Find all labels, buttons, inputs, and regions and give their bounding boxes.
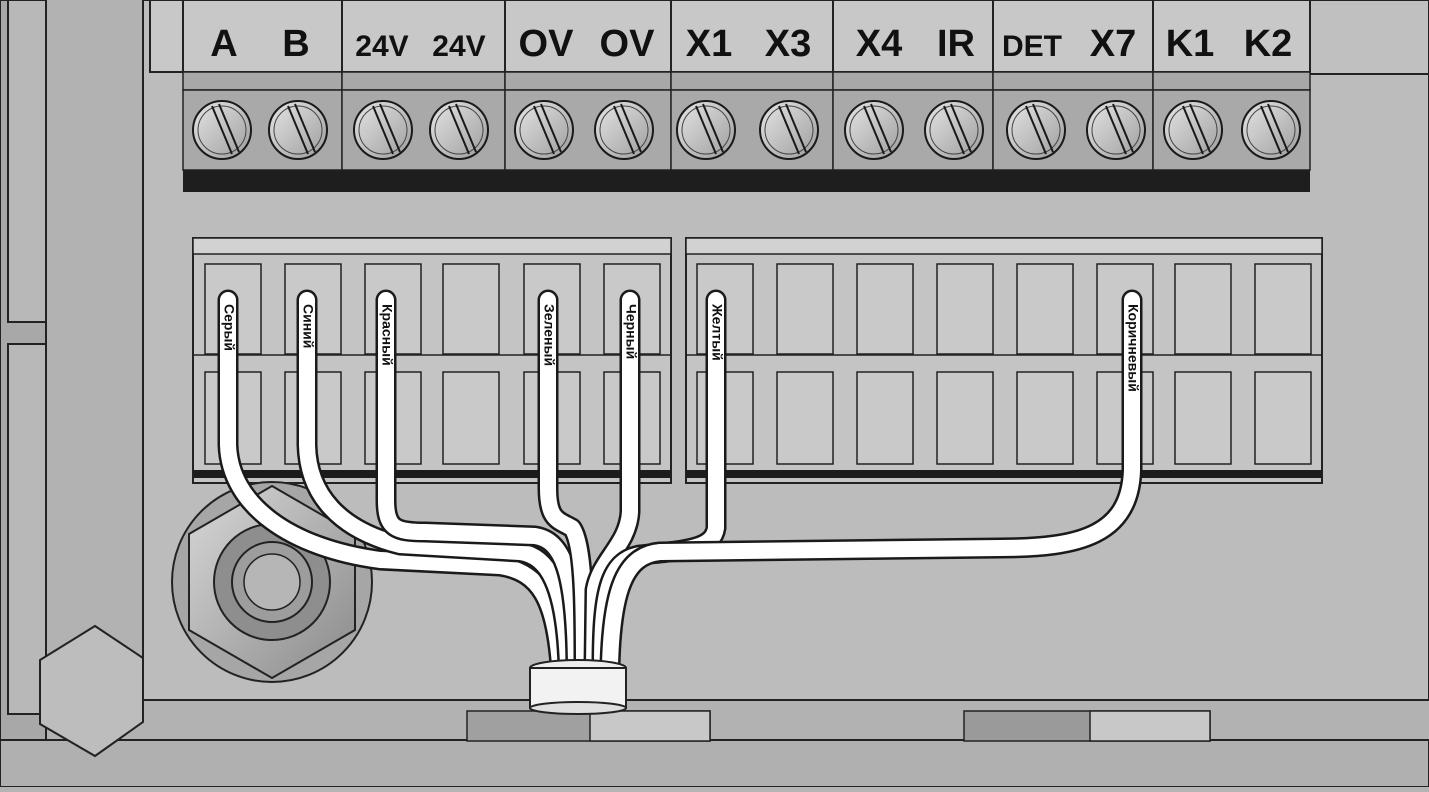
wire-6	[602, 292, 1140, 673]
terminal-base	[505, 170, 671, 192]
terminal-base	[342, 170, 505, 192]
wire-label-6: Коричневый	[1125, 304, 1141, 392]
connector-slot-lower	[936, 371, 994, 465]
terminal-label-11: X7	[1090, 23, 1136, 65]
wire-2	[378, 292, 584, 673]
wire-1	[299, 292, 576, 673]
screw-icon[interactable]	[429, 100, 489, 160]
screw-icon[interactable]	[844, 100, 904, 160]
bottom-mount-left-light	[589, 710, 711, 742]
connector-housing-left	[192, 237, 672, 484]
terminal-base	[993, 170, 1153, 192]
terminal-label-1: B	[282, 23, 309, 65]
left-wall-upper-panel	[7, 0, 47, 323]
top-right-ledge	[1309, 0, 1429, 75]
wire-label-0: Серый	[221, 304, 237, 351]
connector-slot-upper	[1174, 263, 1232, 355]
wire-label-3: Зеленый	[541, 304, 557, 366]
connector-base-right	[686, 470, 1322, 478]
wire-label-2: Красный	[379, 304, 395, 366]
screw-icon[interactable]	[1006, 100, 1066, 160]
terminal-label-3: 24V	[432, 30, 485, 63]
terminal-label-2: 24V	[355, 30, 408, 63]
terminal-top-lip	[670, 71, 834, 91]
connector-slot-upper	[936, 263, 994, 355]
connector-slot-upper	[776, 263, 834, 355]
bottom-frame	[0, 739, 1429, 788]
connector-lip-left	[192, 237, 672, 255]
connector-lip-right	[685, 237, 1323, 255]
screw-icon[interactable]	[514, 100, 574, 160]
terminal-label-9: IR	[937, 23, 975, 65]
screw-icon[interactable]	[1241, 100, 1301, 160]
hex-standoff	[39, 624, 144, 758]
terminal-label-plate	[504, 0, 672, 73]
terminal-strip-left-cap	[149, 0, 184, 73]
screw-icon[interactable]	[192, 100, 252, 160]
connector-base-left	[193, 470, 671, 478]
wire-connector-block	[192, 237, 1323, 484]
screw-icon[interactable]	[353, 100, 413, 160]
terminal-label-6: X1	[686, 23, 732, 65]
terminal-label-plate	[1152, 0, 1311, 73]
screw-icon[interactable]	[759, 100, 819, 160]
terminal-base	[833, 170, 993, 192]
terminal-label-0: A	[210, 23, 237, 65]
terminal-label-12: K1	[1166, 23, 1215, 65]
terminal-label-8: X4	[856, 23, 902, 65]
terminal-top-lip	[832, 71, 994, 91]
terminal-base	[671, 170, 833, 192]
terminal-top-lip	[504, 71, 672, 91]
terminal-label-plate	[670, 0, 834, 73]
terminal-top-lip	[341, 71, 506, 91]
bottom-mount-right-light	[1089, 710, 1211, 742]
terminal-label-7: X3	[765, 23, 811, 65]
connector-slot-lower	[1254, 371, 1312, 465]
screw-terminal-strip: A B 24V 24V OV OV X1 X3 X4 IR DET X7 K1 K2	[149, 0, 1311, 192]
terminal-label-plate	[182, 0, 343, 73]
wire-0	[220, 292, 568, 673]
connector-slot-lower	[1016, 371, 1074, 465]
screw-icon[interactable]	[1163, 100, 1223, 160]
connector-slot-upper	[1254, 263, 1312, 355]
wire-label-4: Черный	[623, 304, 639, 359]
terminal-label-plate	[341, 0, 506, 73]
connector-slot-lower	[1174, 371, 1232, 465]
wire-4	[586, 292, 638, 673]
terminal-label-10: DET	[1002, 30, 1062, 63]
terminal-base	[1153, 170, 1310, 192]
terminal-label-4: OV	[519, 23, 575, 65]
wire-grommet	[529, 659, 627, 715]
wire-label-group: Серый Синий Красный Зеленый Черный Желтый Кори…	[221, 303, 1141, 392]
wire-label-1: Синий	[300, 304, 316, 348]
screw-icon[interactable]	[268, 100, 328, 160]
connector-slot-upper	[442, 263, 500, 355]
screw-icon[interactable]	[1086, 100, 1146, 160]
terminal-base	[183, 170, 342, 192]
wire-harness	[217, 289, 1143, 676]
terminal-top-lip	[1152, 71, 1311, 91]
connector-slot-upper	[856, 263, 914, 355]
terminal-top-lip	[992, 71, 1154, 91]
screw-icon[interactable]	[676, 100, 736, 160]
connector-slot-lower	[856, 371, 914, 465]
wire-3	[540, 292, 592, 673]
connector-slot-upper	[1016, 263, 1074, 355]
terminal-label-13: K2	[1244, 23, 1293, 65]
left-wall-lower-panel	[7, 343, 47, 715]
wire-label-5: Желтый	[709, 303, 725, 361]
terminal-top-lip	[182, 71, 343, 91]
connector-slot-lower	[442, 371, 500, 465]
screw-icon[interactable]	[594, 100, 654, 160]
connector-slot-lower	[776, 371, 834, 465]
terminal-label-5: OV	[600, 23, 656, 65]
screw-icon[interactable]	[924, 100, 984, 160]
